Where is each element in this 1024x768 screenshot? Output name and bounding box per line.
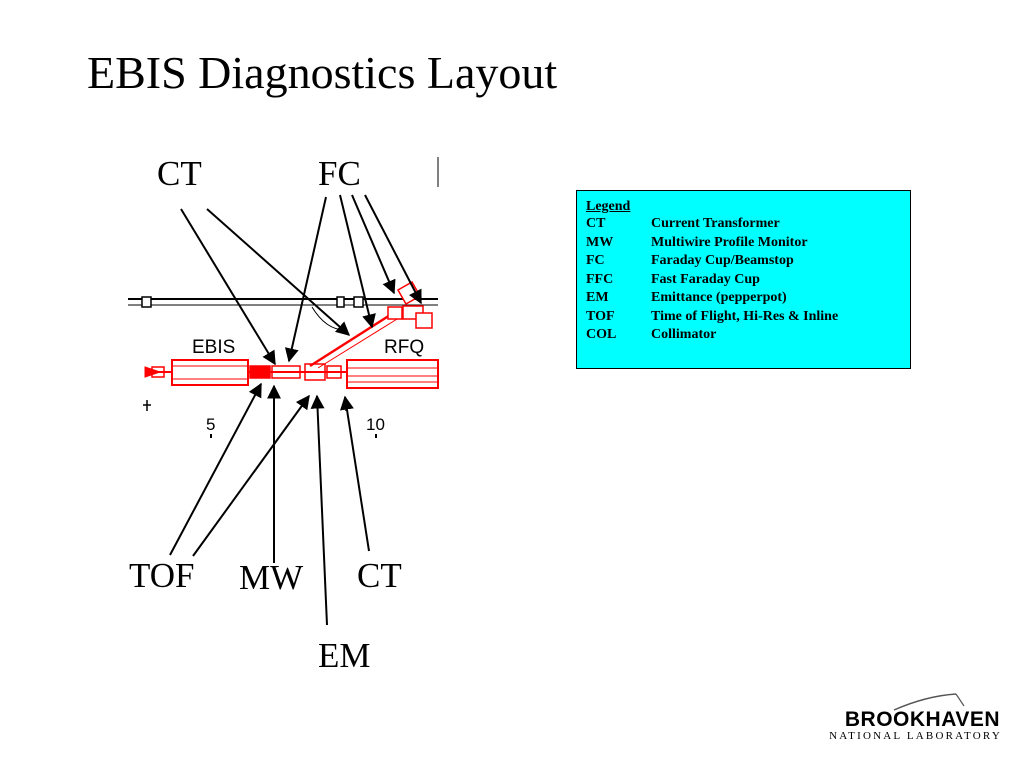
fc-label: FC [318, 154, 361, 193]
legend-row: TOF Time of Flight, Hi-Res & Inline [586, 308, 901, 327]
legend-desc: Emittance (pepperpot) [651, 290, 787, 305]
legend-abbr: COL [586, 327, 617, 342]
tick-label-10: 10 [366, 415, 385, 434]
ct-top-label: CT [157, 154, 202, 193]
tof-arrow-1 [169, 382, 262, 556]
logo-subtitle: NATIONAL LABORATORY [829, 730, 1002, 742]
legend-abbr: FC [586, 253, 605, 268]
legend-row: COL Collimator [586, 326, 901, 345]
logo-name: BROOKHAVEN [844, 708, 1000, 731]
legend-row: FC Faraday Cup/Beamstop [586, 252, 901, 271]
legend-title: Legend [586, 199, 631, 214]
position-ticks [143, 400, 377, 438]
legend-desc: Current Transformer [651, 216, 780, 231]
legend-abbr: TOF [586, 308, 615, 324]
tick-label-5: 5 [206, 415, 215, 434]
ebis-label: EBIS [192, 337, 235, 358]
legend-desc: Faraday Cup/Beamstop [651, 253, 794, 268]
fc-arrow-2 [339, 194, 376, 329]
legend-row: FFC Fast Faraday Cup [586, 271, 901, 290]
slide-title: EBIS Diagnostics Layout [87, 47, 558, 98]
ebis-beamline [144, 280, 439, 389]
brookhaven-logo: BROOKHAVEN NATIONAL LABORATORY [806, 692, 1004, 744]
logo-swoosh-icon [893, 693, 965, 711]
legend-abbr: CT [586, 216, 606, 231]
rfq-label: RFQ [384, 337, 424, 358]
legend-row: EM Emittance (pepperpot) [586, 289, 901, 308]
callout-arrows [169, 194, 422, 626]
legend-abbr: MW [586, 234, 614, 250]
legend-desc: Multiwire Profile Monitor [651, 234, 808, 250]
legend-desc: Fast Faraday Cup [651, 271, 760, 287]
legend-desc: Collimator [651, 327, 717, 342]
tof-label: TOF [129, 556, 195, 595]
fc-arrow-3 [351, 194, 396, 295]
ct-bottom-arrow [340, 395, 370, 552]
transport-line [128, 296, 438, 331]
legend-box: Legend CT Current Transformer MW Multiwi… [576, 190, 911, 369]
legend-abbr: FFC [586, 271, 614, 287]
ct-top-arrow-2 [206, 208, 351, 336]
legend-desc: Time of Flight, Hi-Res & Inline [651, 308, 839, 324]
fc-arrow-4 [364, 194, 422, 305]
ct-top-arrow-1 [180, 208, 276, 366]
em-arrow [310, 394, 328, 626]
tof-arrow-2 [192, 394, 310, 557]
legend-row: MW Multiwire Profile Monitor [586, 234, 901, 253]
em-label: EM [318, 636, 371, 675]
legend-abbr: EM [586, 290, 609, 305]
ct-bottom-label: CT [357, 556, 402, 595]
fc-arrow-1 [284, 196, 327, 363]
legend-row: CT Current Transformer [586, 215, 901, 234]
mw-label: MW [239, 558, 303, 597]
